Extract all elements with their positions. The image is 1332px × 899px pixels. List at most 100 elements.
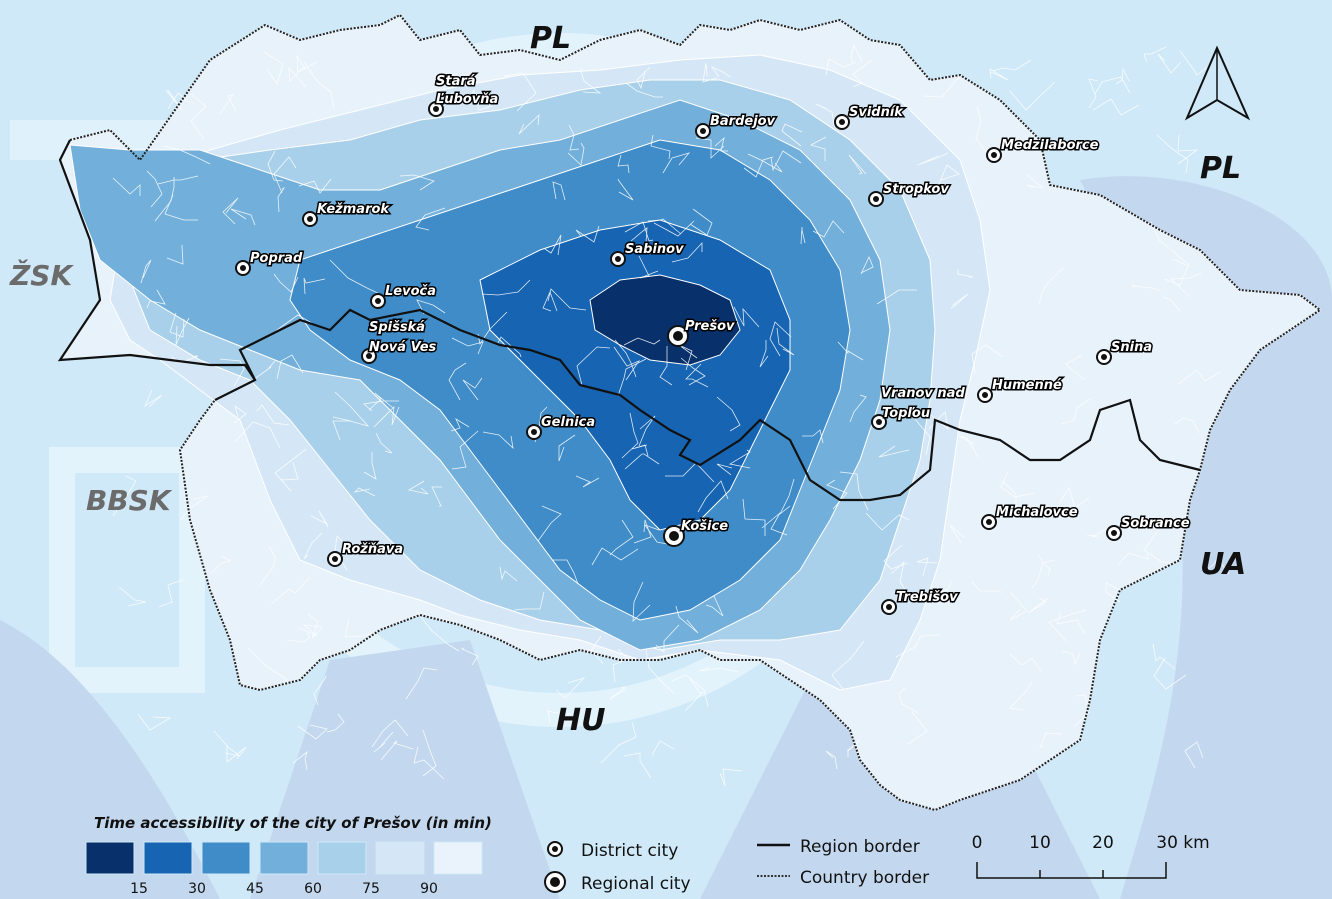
municipality-line — [631, 444, 649, 457]
municipality-line — [1157, 53, 1182, 74]
municipality-line — [466, 88, 493, 111]
scale-label: 30 km — [1156, 833, 1209, 853]
municipality-line — [1094, 76, 1131, 95]
municipality-line — [497, 336, 522, 358]
municipality-line — [1143, 531, 1176, 565]
municipality-line — [112, 475, 137, 517]
municipality-line — [1061, 650, 1081, 666]
city-marker: Svidník — [834, 104, 906, 130]
municipality-line — [1143, 46, 1167, 63]
municipality-line — [614, 339, 637, 378]
legend-break: 30 — [188, 881, 206, 897]
municipality-line — [292, 750, 308, 771]
legend: Time accessibility of the city of Prešov… — [85, 814, 929, 897]
city-marker: Trebišov — [881, 589, 960, 615]
cities-layer: StaráĽubovňaBardejovSvidníkMedzilaborceK… — [235, 73, 1191, 615]
municipality-line — [163, 145, 211, 165]
municipality-line — [1058, 487, 1090, 509]
municipality-line — [716, 396, 741, 432]
municipality-line — [296, 54, 318, 73]
municipality-line — [230, 208, 256, 226]
municipality-line — [971, 344, 1004, 374]
city-dot — [307, 216, 313, 222]
legend-swatch — [201, 841, 251, 875]
municipality-line — [298, 624, 323, 637]
municipality-line — [617, 154, 630, 174]
municipality-line — [1153, 657, 1187, 690]
city-label: Spišská — [369, 320, 425, 335]
municipality-line — [742, 498, 766, 536]
legend-region-border-label: Region border — [800, 837, 920, 857]
municipality-line — [898, 687, 919, 714]
municipality-line — [846, 739, 861, 757]
city-label: Snina — [1111, 340, 1152, 355]
municipality-line — [652, 740, 675, 756]
municipality-line — [407, 480, 429, 495]
municipality-line — [146, 170, 163, 208]
city-marker: Gelnica — [526, 414, 597, 440]
legend-swatch — [143, 841, 193, 875]
municipality-line — [949, 524, 966, 544]
municipality-line — [353, 487, 376, 497]
municipality-line — [166, 245, 184, 265]
municipality-line — [310, 510, 329, 528]
municipality-line — [776, 327, 795, 356]
city-label: Svidník — [849, 105, 904, 120]
municipality-line — [579, 67, 602, 94]
municipality-line — [158, 579, 184, 608]
legend-break: 60 — [304, 881, 322, 897]
municipality-line — [907, 711, 928, 745]
municipality-line — [167, 92, 193, 110]
municipality-line — [513, 591, 545, 611]
city-label: Michalovce — [996, 505, 1078, 520]
municipality-line — [175, 317, 190, 346]
municipality-line — [276, 354, 304, 380]
municipality-line — [233, 405, 247, 424]
municipality-line — [655, 624, 680, 653]
municipality-line — [334, 391, 370, 427]
city-dot — [1111, 530, 1117, 536]
city-dot — [669, 531, 679, 541]
municipality-line — [518, 113, 540, 135]
city-dot — [332, 556, 338, 562]
municipality-line — [213, 730, 241, 757]
municipality-line — [219, 94, 237, 115]
municipality-line — [659, 346, 673, 386]
city-label: Trebišov — [896, 590, 958, 605]
legend-country-border-label: Country border — [800, 868, 929, 888]
municipality-line — [650, 134, 671, 160]
municipality-line — [719, 768, 743, 787]
municipality-line — [267, 150, 284, 182]
municipality-line — [1092, 98, 1140, 116]
country-label: UA — [1200, 547, 1246, 582]
municipality-line — [326, 713, 345, 733]
municipality-line — [1117, 552, 1149, 566]
city-marker: Snina — [1096, 339, 1154, 365]
municipality-line — [624, 221, 654, 242]
legend-break: 15 — [130, 881, 148, 897]
municipality-line — [697, 480, 729, 513]
municipality-line — [809, 136, 827, 161]
municipality-line — [1086, 526, 1111, 538]
municipality-line — [547, 710, 572, 724]
municipality-line — [849, 394, 867, 423]
municipality-line — [277, 186, 286, 213]
municipality-line — [636, 66, 651, 90]
city-dot — [531, 429, 537, 435]
municipality-line — [860, 255, 874, 275]
municipality-line — [770, 150, 802, 172]
country-label: PL — [1200, 151, 1241, 186]
municipality-line — [958, 435, 979, 458]
municipality-line — [671, 674, 709, 708]
municipality-line — [938, 164, 960, 185]
municipality-line — [259, 545, 276, 586]
municipality-line — [422, 729, 437, 777]
city-marker: Kežmarok — [302, 201, 392, 227]
municipality-line — [1025, 173, 1044, 189]
municipality-line — [769, 321, 792, 357]
city-dot — [873, 196, 879, 202]
municipality-line — [537, 505, 562, 542]
municipality-line — [154, 177, 175, 222]
